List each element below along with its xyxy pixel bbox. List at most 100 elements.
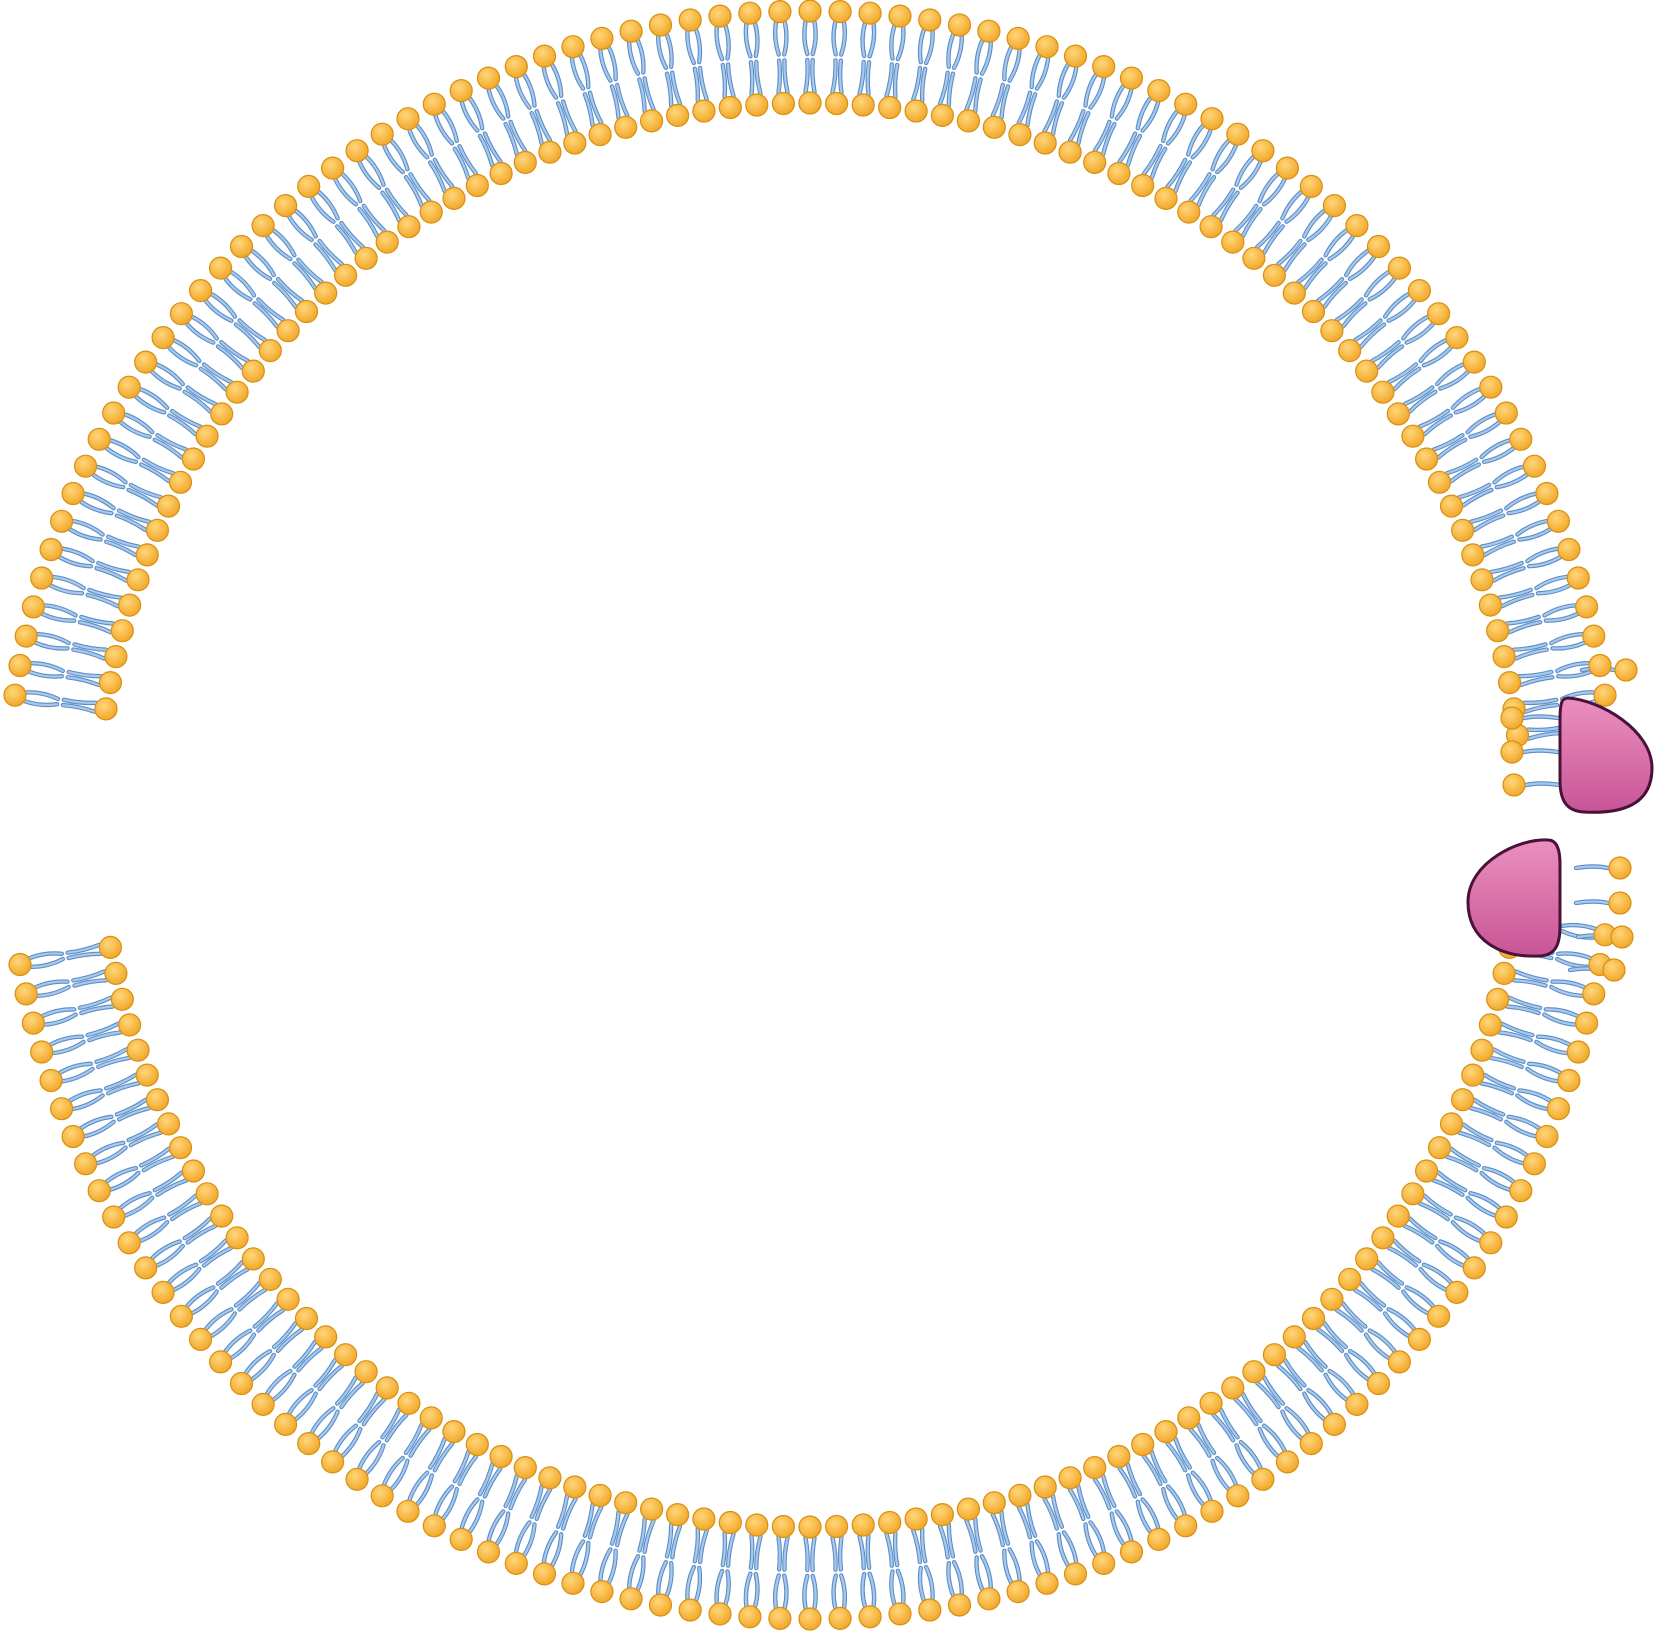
outer-lipid-head: [768, 0, 792, 24]
inner-lipid-head: [1058, 140, 1082, 164]
lipid-tail: [151, 1240, 181, 1260]
inner-lipid-head: [1242, 246, 1266, 270]
lipid-tail: [1543, 1013, 1576, 1026]
lipid-tail: [1211, 1459, 1230, 1490]
lipid-tail: [318, 191, 339, 220]
inner-lipid-head: [665, 1502, 690, 1527]
lipid-tail: [980, 41, 992, 75]
lipid-tail: [783, 21, 788, 56]
outer-lipid-head: [251, 214, 275, 238]
lipid-tail: [1506, 615, 1540, 625]
lipid-tail: [755, 1535, 762, 1570]
lipid-tail: [1191, 129, 1212, 159]
lipid-tail: [458, 145, 478, 175]
lipid-tail: [429, 1437, 446, 1469]
lipid-tail: [1084, 74, 1097, 107]
lipid-tail: [365, 1444, 385, 1474]
lipid-tail: [272, 1373, 296, 1401]
lipid-tail: [1068, 1488, 1085, 1520]
lipid-tail: [1212, 188, 1235, 217]
lipid-tail: [1197, 1423, 1216, 1454]
lipid-tail: [203, 1246, 232, 1267]
lipid-tail: [1388, 363, 1417, 384]
outer-lipid-head: [169, 302, 193, 326]
inner-lipid-head: [276, 1287, 300, 1311]
lipid-tail: [1359, 323, 1386, 348]
lipid-tail: [168, 414, 197, 436]
outer-lipid-head: [396, 1499, 420, 1523]
inner-lipid-head: [513, 1455, 537, 1480]
lipid-tail: [173, 339, 201, 362]
lipid-tail: [273, 1322, 297, 1349]
outer-lipid-head: [1035, 1571, 1059, 1595]
lipid-tail: [234, 323, 261, 348]
lipid-tail: [1239, 1441, 1262, 1469]
lipid-tail: [58, 556, 92, 568]
outer-lipid-head: [169, 1304, 193, 1328]
lipid-tail: [234, 1282, 261, 1307]
lipid-tail: [1377, 345, 1404, 369]
lipid-tail: [124, 1196, 154, 1217]
inner-lipid-head: [588, 1483, 612, 1508]
lipid-tail: [1526, 726, 1562, 732]
lipid-tail: [1062, 66, 1078, 99]
lipid-tail: [699, 1529, 708, 1564]
lipid-tail: [1514, 648, 1548, 660]
lipid-tail: [1536, 1035, 1571, 1046]
outer-lipid-head: [1226, 1484, 1250, 1508]
inner-lipid-head: [489, 1444, 513, 1469]
inner-lipid-head: [135, 543, 159, 567]
outer-lipid-head: [798, 0, 822, 23]
lipid-tail: [1285, 196, 1309, 223]
outer-lipid-head: [1092, 54, 1116, 79]
inner-lipid-head: [135, 1063, 159, 1087]
lipid-tail: [28, 670, 63, 678]
outer-lipid-head: [1479, 1231, 1503, 1255]
lipid-tail: [1281, 191, 1302, 220]
outer-lipid-head: [209, 256, 233, 280]
lipid-tail: [1303, 209, 1325, 238]
lipid-tail: [1432, 1179, 1464, 1196]
inner-lipid-head: [1154, 1419, 1178, 1444]
lipid-tail: [1141, 1498, 1160, 1529]
outer-lipid-head: [1006, 26, 1030, 51]
membrane-protein-outer: [1558, 696, 1654, 814]
lipid-tail: [140, 463, 170, 483]
membrane-proteins-layer: [1466, 696, 1654, 958]
lipid-tail: [665, 33, 673, 68]
lipid-tail: [390, 140, 409, 171]
inner-lipid-head: [465, 173, 489, 198]
lipid-tail: [1277, 1364, 1302, 1391]
outer-lipid-head: [1345, 214, 1369, 238]
lipid-tail: [61, 547, 94, 563]
outer-lipid-head: [21, 1011, 46, 1035]
inner-lipid-head: [1320, 319, 1344, 343]
lipid-tail: [1371, 1268, 1400, 1289]
lipid-tail: [953, 35, 963, 69]
lipid-tail: [991, 1513, 1004, 1547]
lipid-tail: [483, 1467, 502, 1498]
lipid-tail: [173, 1268, 201, 1291]
lipid-tail: [1469, 1107, 1502, 1121]
lipid-tail: [616, 83, 629, 117]
lipid-tail: [1423, 414, 1452, 436]
lipid-tail: [774, 21, 780, 56]
inner-lipid-head: [1492, 644, 1516, 669]
lipid-tail: [1462, 488, 1493, 507]
outer-lipid-head: [1582, 982, 1606, 1006]
lipid-tail: [715, 1569, 724, 1604]
lipid-tail: [1000, 85, 1010, 119]
lipid-tail: [1304, 262, 1327, 290]
lipid-tail: [975, 1556, 984, 1591]
outer-lipid-head: [1299, 174, 1323, 198]
lipid-tail: [318, 1410, 339, 1439]
lipid-tail: [1263, 178, 1286, 206]
lipid-tail: [88, 588, 122, 599]
lipid-tail: [1142, 145, 1162, 175]
lipid-tail: [97, 1056, 131, 1068]
outer-lipid-head: [619, 1587, 643, 1611]
lipid-tail: [224, 277, 252, 301]
inner-lipid-head: [419, 200, 443, 224]
lipid-tail: [135, 395, 166, 414]
